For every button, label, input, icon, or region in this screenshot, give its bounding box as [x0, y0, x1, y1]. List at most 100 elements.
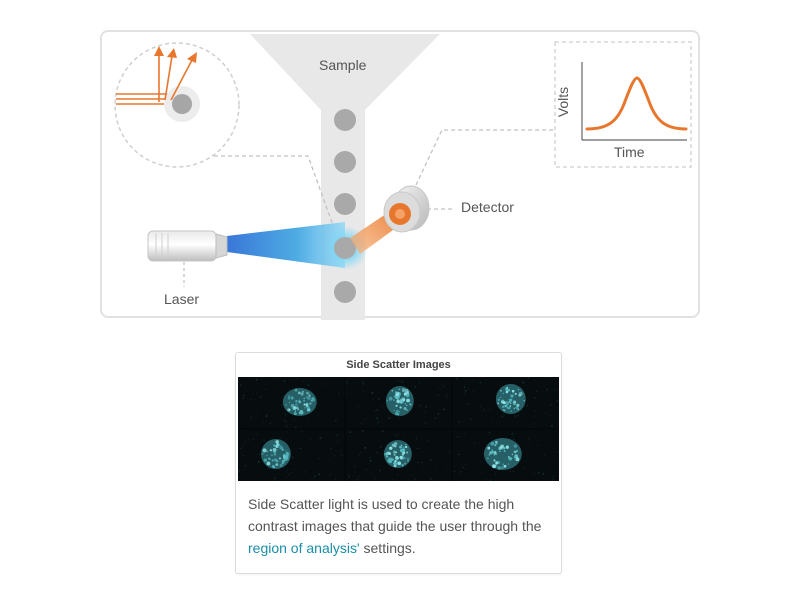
- noise-speck: [379, 445, 382, 448]
- sample-label: Sample: [319, 57, 367, 73]
- noise-speck: [356, 411, 358, 413]
- cell-granule: [394, 455, 398, 459]
- region-of-analysis-link[interactable]: region of analysis': [248, 540, 360, 556]
- noise-speck: [517, 414, 520, 416]
- noise-speck: [244, 394, 246, 396]
- cell-granule: [395, 404, 398, 407]
- cell-granule: [392, 450, 396, 454]
- graph-x-label: Time: [614, 144, 645, 160]
- cell-granule: [405, 404, 408, 407]
- cell-granule: [388, 457, 392, 462]
- cell-granule: [397, 461, 401, 466]
- noise-speck: [535, 423, 538, 426]
- noise-speck: [345, 392, 347, 394]
- noise-speck: [555, 451, 557, 454]
- arrow-head: [167, 48, 177, 58]
- laser-beam: [227, 222, 345, 268]
- cell-image: [345, 430, 452, 481]
- particle: [334, 151, 356, 173]
- cell-granule: [493, 459, 496, 462]
- noise-speck: [403, 435, 405, 437]
- noise-speck: [367, 417, 369, 419]
- noise-speck: [242, 395, 245, 397]
- cell-granule: [487, 457, 490, 460]
- noise-speck: [362, 390, 364, 392]
- noise-speck: [358, 454, 360, 456]
- noise-speck: [419, 404, 421, 407]
- cell-granule: [288, 397, 290, 400]
- noise-speck: [420, 461, 423, 464]
- noise-speck: [512, 433, 514, 435]
- cell-granule: [288, 402, 291, 404]
- noise-speck: [444, 394, 447, 396]
- cell-granule: [494, 451, 497, 454]
- noise-speck: [453, 470, 456, 473]
- noise-speck: [371, 391, 374, 394]
- cell-granule: [299, 411, 303, 415]
- noise-speck: [528, 377, 530, 379]
- noise-speck: [395, 381, 397, 383]
- noise-speck: [456, 435, 459, 438]
- noise-speck: [265, 425, 267, 427]
- cell-granule: [400, 444, 402, 447]
- cell-image: [345, 377, 452, 428]
- noise-speck: [551, 415, 553, 417]
- noise-speck: [323, 469, 325, 471]
- detector-label: Detector: [461, 199, 514, 215]
- noise-speck: [259, 396, 262, 398]
- cell-granule: [290, 403, 295, 408]
- noise-speck: [546, 388, 548, 391]
- cell-granule: [401, 388, 406, 393]
- cell-granule: [306, 405, 310, 409]
- laser-label: Laser: [164, 291, 200, 307]
- noise-speck: [321, 383, 323, 385]
- noise-speck: [423, 411, 424, 413]
- cell-granule: [516, 449, 519, 453]
- cell-granule: [404, 388, 409, 393]
- noise-speck: [376, 408, 378, 411]
- noise-speck: [291, 471, 293, 473]
- noise-speck: [361, 381, 364, 383]
- cell-granule: [406, 459, 409, 462]
- cell-granule: [502, 463, 505, 466]
- cell-granule: [266, 454, 268, 457]
- noise-speck: [423, 411, 426, 413]
- noise-speck: [273, 477, 276, 480]
- noise-speck: [361, 430, 364, 432]
- noise-speck: [401, 381, 404, 383]
- noise-speck: [464, 393, 467, 396]
- noise-speck: [445, 396, 448, 399]
- cell-granule: [515, 457, 520, 462]
- cell-granule: [501, 399, 505, 402]
- cell-granule: [388, 396, 393, 401]
- noise-speck: [307, 420, 309, 422]
- cell-granule: [293, 412, 297, 416]
- noise-speck: [528, 437, 530, 439]
- noise-speck: [334, 478, 337, 480]
- noise-speck: [291, 456, 294, 459]
- cell-granule: [516, 403, 520, 407]
- cell-granule: [514, 455, 517, 459]
- cell-granule: [400, 463, 404, 467]
- cell-granule: [502, 392, 505, 395]
- noise-speck: [543, 477, 545, 479]
- noise-speck: [279, 469, 281, 471]
- cell-granule: [508, 463, 510, 465]
- noise-speck: [464, 389, 467, 392]
- cell-granule: [404, 445, 407, 449]
- noise-speck: [272, 377, 274, 379]
- flow-cytometry-diagram: [114, 34, 692, 320]
- cell-granule: [404, 443, 407, 446]
- noise-speck: [262, 421, 264, 423]
- noise-speck: [521, 458, 523, 461]
- cell-granule: [302, 390, 304, 393]
- noise-speck: [306, 380, 309, 382]
- noise-speck: [238, 476, 239, 478]
- noise-speck: [341, 455, 343, 457]
- cell-granule: [497, 398, 501, 401]
- diagram-panel: Sample Detector Laser Time Volts: [100, 30, 700, 320]
- cell-granule: [392, 399, 395, 401]
- cell-granule: [403, 406, 407, 411]
- cell-granule: [394, 392, 399, 397]
- noise-speck: [473, 390, 475, 392]
